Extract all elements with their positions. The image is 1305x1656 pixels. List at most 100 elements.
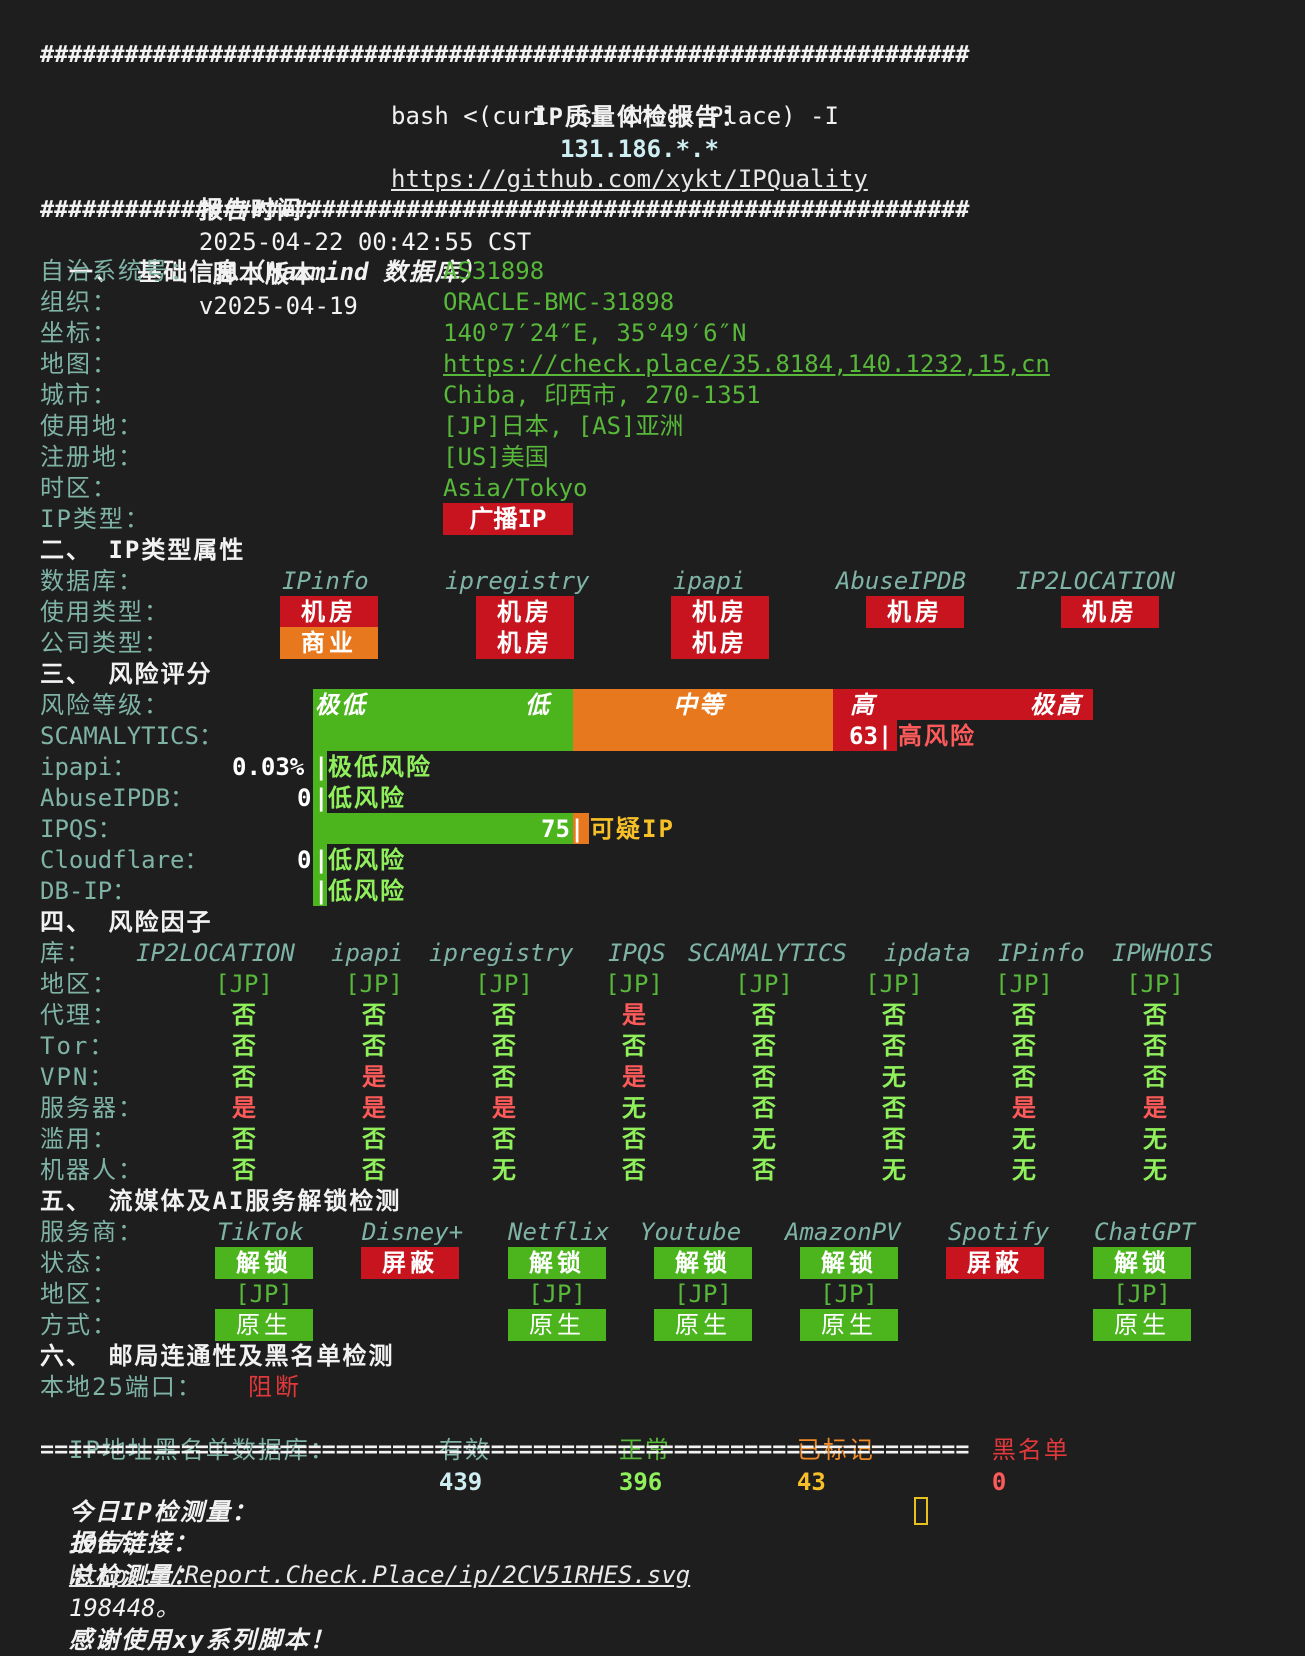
map-link[interactable]: https://check.place/35.8184,140.1232,15,… [443, 350, 1050, 378]
footer-link-label: 报告链接： [68, 1529, 199, 1557]
version-value: v2025-04-19 [198, 292, 358, 320]
abuse-score: 0 [297, 784, 312, 812]
section-mail-title: 六、 邮局连通性及黑名单检测 [40, 1342, 395, 1370]
factor-value: 无 [1012, 1125, 1036, 1153]
iptype-db-name: IP2LOCATION [1016, 567, 1175, 595]
iptype-company-label: 公司类型： [40, 629, 170, 657]
factor-value: [JP] [475, 970, 533, 998]
factor-value: 否 [752, 1032, 776, 1060]
factor-value: 是 [622, 1063, 646, 1091]
factor-value: 是 [362, 1094, 386, 1122]
footer-total-label: 总检测量： [68, 1562, 199, 1590]
report-title: IP质量体检报告： 131.186.*.* [0, 69, 1250, 165]
streaming-service-name: Disney+ [362, 1218, 464, 1246]
mail-black-label: 黑名单 [991, 1436, 1070, 1464]
factor-source: ipregistry [429, 939, 574, 967]
factor-value: 否 [1143, 1001, 1167, 1029]
factor-value: [JP] [1126, 970, 1184, 998]
risk-level-medium: 中等 [673, 691, 725, 719]
usage-type-badge: 机房 [866, 596, 964, 628]
dbip-text: 低风险 [328, 877, 406, 905]
factor-value: [JP] [995, 970, 1053, 998]
basic-row-value: Asia/Tokyo [443, 474, 588, 502]
factor-source: IPinfo [998, 939, 1085, 967]
factor-value: 否 [752, 1156, 776, 1184]
iptype-db-name: ipapi [673, 567, 746, 595]
mail-valid-label: 有效 [438, 1436, 491, 1464]
repo-link[interactable]: https://github.com/xykt/IPQuality [391, 165, 868, 193]
cf-sep: | [314, 846, 329, 874]
footer-total-value: 198448。 [68, 1594, 180, 1622]
risk-scale-red [833, 689, 1093, 720]
factor-source: IP2LOCATION [136, 939, 295, 967]
dbip-label: DB-IP： [40, 877, 137, 905]
mail-port-value: 阻断 [248, 1373, 302, 1401]
ipqs-score-value: 75 [541, 815, 570, 843]
streaming-status-badge: 屏蔽 [946, 1247, 1044, 1279]
report-time: 2025-04-22 00:42:55 CST [198, 228, 532, 256]
iptype-label: IP类型： [40, 505, 151, 533]
streaming-region: [JP] [528, 1280, 586, 1308]
basic-row-label: 坐标： [40, 319, 118, 347]
cf-score: 0 [297, 846, 312, 874]
factor-row-label: 地区： [40, 970, 118, 998]
risk-scale-green [313, 689, 573, 751]
usage-type-badge: 机房 [671, 596, 769, 628]
report-link[interactable]: https://Report.Check.Place/ip/2CV51RHES.… [68, 1561, 691, 1589]
factor-row-label: 代理： [40, 1001, 118, 1029]
factor-value: 否 [882, 1125, 906, 1153]
report-title-label: IP质量体检报告： [532, 103, 747, 131]
cf-text: 低风险 [328, 846, 406, 874]
factors-lib-label: 库： [40, 939, 92, 967]
streaming-status-label: 状态： [40, 1249, 118, 1277]
section-basic-db-suffix: 数据库） [382, 258, 487, 286]
section-basic-title: 一、 基础信息（Maxmind 数据库） [40, 224, 487, 288]
basic-row-value: AS31898 [443, 257, 545, 285]
streaming-region-label: 地区： [40, 1280, 118, 1308]
mail-valid-value: 439 [438, 1468, 483, 1496]
factor-value: 否 [232, 1125, 256, 1153]
terminal-cursor [914, 1497, 928, 1525]
factor-value: 无 [1143, 1156, 1167, 1184]
iptype-db-name: IPinfo [282, 567, 369, 595]
basic-row-label: 使用地： [40, 412, 144, 440]
ipapi-text: 极低风险 [328, 753, 432, 781]
factor-value: 否 [1012, 1001, 1036, 1029]
company-type-badge: 机房 [476, 627, 574, 659]
mail-black-value: 0 [991, 1468, 1007, 1496]
risk-level-veryhigh: 极高 [1030, 691, 1082, 719]
streaming-service-name: Netflix [508, 1218, 610, 1246]
mail-blacklist-row: IP地址黑名单数据库： [40, 1402, 336, 1466]
basic-row-value: Chiba, 印西市, 270-1351 [443, 381, 761, 409]
abuse-sep: | [314, 784, 329, 812]
mail-valid: 有效 439 [410, 1402, 491, 1498]
basic-row-label: 自治系统号： [40, 257, 196, 285]
basic-row-label: 注册地： [40, 443, 144, 471]
factor-row-label: 滥用： [40, 1125, 118, 1153]
ipapi-sep: | [314, 753, 329, 781]
streaming-method-badge: 原生 [800, 1309, 898, 1341]
factor-value: 否 [362, 1001, 386, 1029]
factor-value: 否 [1143, 1063, 1167, 1091]
factor-value: 是 [362, 1063, 386, 1091]
scamalytics-text: 高风险 [898, 722, 976, 750]
streaming-region: [JP] [1113, 1280, 1171, 1308]
version-label: 脚本版本： [212, 260, 343, 288]
factor-value: [JP] [735, 970, 793, 998]
basic-row-value: [US]美国 [443, 443, 549, 471]
basic-row-label: 时区： [40, 474, 118, 502]
factor-value: 无 [622, 1094, 646, 1122]
scamalytics-score: 63| [849, 720, 892, 752]
iptype-usage-label: 使用类型： [40, 598, 170, 626]
mail-marked: 已标记 43 [768, 1402, 875, 1498]
streaming-status-badge: 解锁 [508, 1247, 606, 1279]
factor-value: [JP] [605, 970, 663, 998]
mail-blacklist-label: IP地址黑名单数据库： [68, 1436, 336, 1464]
company-type-badge: 商业 [280, 627, 378, 659]
ipqs-bar-end [573, 813, 589, 844]
basic-row-label: 组织： [40, 288, 118, 316]
streaming-method-badge: 原生 [654, 1309, 752, 1341]
factor-value: 否 [232, 1001, 256, 1029]
factor-row-label: Tor： [40, 1032, 116, 1060]
bar-separator: | [877, 722, 893, 750]
